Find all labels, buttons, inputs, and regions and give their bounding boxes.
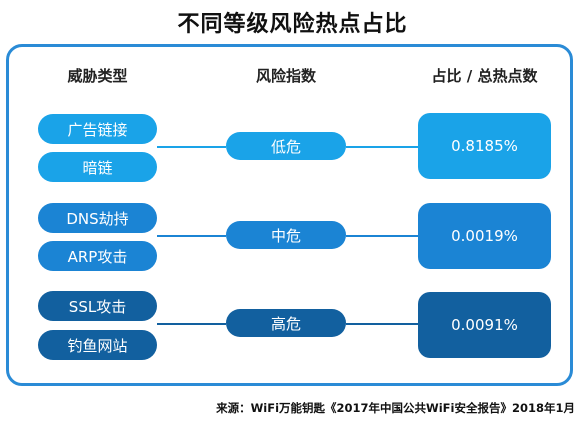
threat-ssl-attack: SSL攻击: [38, 291, 157, 321]
threat-arp-attack: ARP攻击: [38, 241, 157, 271]
ratio-low: 0.8185%: [418, 113, 551, 179]
threat-phishing-site: 钓鱼网站: [38, 330, 157, 360]
source-caption: 来源：WiFi万能钥匙《2017年中国公共WiFi安全报告》2018年1月: [216, 401, 575, 415]
connector-high-right: [346, 323, 418, 325]
risk-level-low: 低危: [226, 132, 346, 160]
threat-dark-link: 暗链: [38, 152, 157, 182]
connector-high-left: [157, 323, 226, 325]
connector-medium-right: [346, 235, 418, 237]
column-header-risk-index: 风险指数: [255, 67, 316, 85]
column-header-threat-type: 威胁类型: [67, 67, 128, 85]
risk-level-medium: 中危: [226, 221, 346, 249]
page-title: 不同等级风险热点占比: [177, 12, 408, 37]
connector-low-left: [157, 146, 226, 148]
connector-low-right: [346, 146, 418, 148]
ratio-high: 0.0091%: [418, 292, 551, 358]
risk-level-high: 高危: [226, 309, 346, 337]
connector-medium-left: [157, 235, 226, 237]
threat-dns-hijack: DNS劫持: [38, 203, 157, 233]
diagram-frame: [6, 44, 573, 386]
ratio-medium: 0.0019%: [418, 203, 551, 269]
threat-ad-link: 广告链接: [38, 114, 157, 144]
column-header-ratio: 占比 / 总热点数: [431, 67, 538, 85]
